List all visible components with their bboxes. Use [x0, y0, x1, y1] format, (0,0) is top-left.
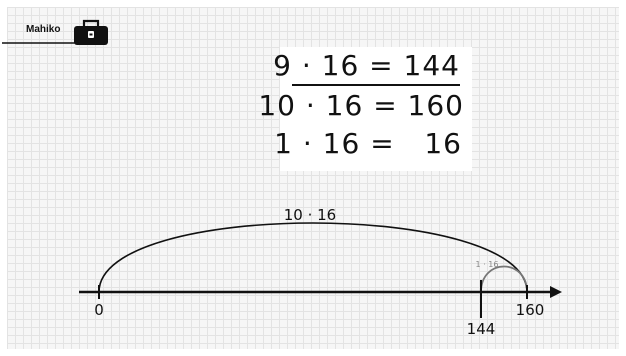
tick-label-160: 160 [516, 301, 545, 319]
equation-line-2: 10 · 16 = 160 [258, 89, 464, 122]
tick-label-144: 144 [467, 320, 496, 338]
equation-card: 9 · 16 = 144 10 · 16 = 160 1 · 16 = 16 [258, 47, 472, 171]
toolbox-icon [74, 19, 108, 45]
equation-divider [292, 84, 460, 86]
tick-label-0: 0 [94, 301, 104, 319]
axis-line [79, 286, 562, 298]
graph-paper-background: 9 · 16 = 144 10 · 16 = 160 1 · 16 = 16 [7, 7, 619, 349]
equation-line-1: 9 · 16 = 144 [273, 49, 460, 82]
equation-line-3: 1 · 16 = 16 [274, 127, 462, 160]
big-jump-arc [98, 222, 528, 293]
big-arc-label: 10 · 16 [284, 206, 336, 224]
small-jump-arc [480, 265, 528, 293]
small-arc-label: 1 · 16 [476, 260, 499, 269]
author-name: Mahiko [26, 24, 61, 35]
